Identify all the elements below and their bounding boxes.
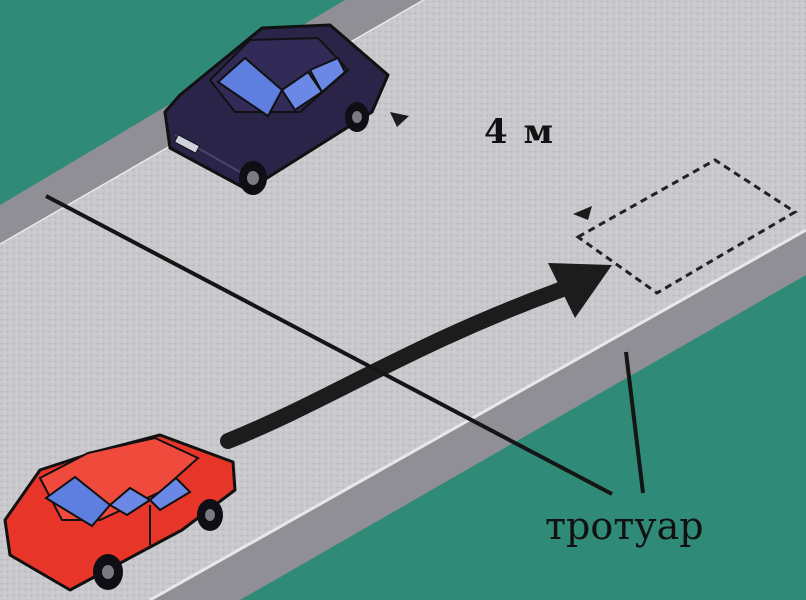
distance-marker-car [390, 112, 409, 127]
distance-label: 4 м [484, 112, 556, 152]
distance-marker-spot [573, 206, 592, 220]
parking-spot-icon [575, 158, 798, 295]
maneuver-arrowhead [548, 263, 612, 318]
sidewalk-pointer-upper [45, 194, 613, 496]
sidewalk-label: тротуар [545, 504, 704, 548]
red-car-icon [3, 433, 237, 592]
sidewalk-pointer-lower [624, 351, 645, 494]
lower-curb-line [149, 228, 806, 600]
dark-parked-car-icon [163, 23, 390, 195]
